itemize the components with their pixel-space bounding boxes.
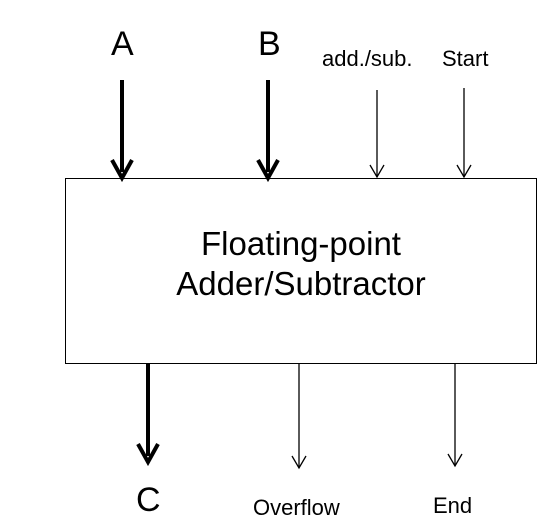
overflow-label: Overflow [253,495,340,520]
add-sub-arrow [369,90,385,179]
adder-subtractor-block: Floating-point Adder/Subtractor [65,178,537,364]
input-a-label: A [111,25,134,63]
input-a-arrow [110,80,134,183]
end-arrow [447,364,463,468]
input-b-arrow [256,80,280,183]
end-label: End [433,493,473,518]
input-b-label: B [258,25,281,63]
block-title-line-2: Adder/Subtractor [176,265,426,302]
start-label: Start [442,46,489,71]
add-sub-label: add./sub. [322,46,413,71]
output-c-arrow [136,364,160,467]
output-c-label: C [136,481,161,519]
overflow-arrow [291,364,307,470]
start-arrow [456,88,472,179]
block-title-line-1: Floating-point [201,225,401,262]
